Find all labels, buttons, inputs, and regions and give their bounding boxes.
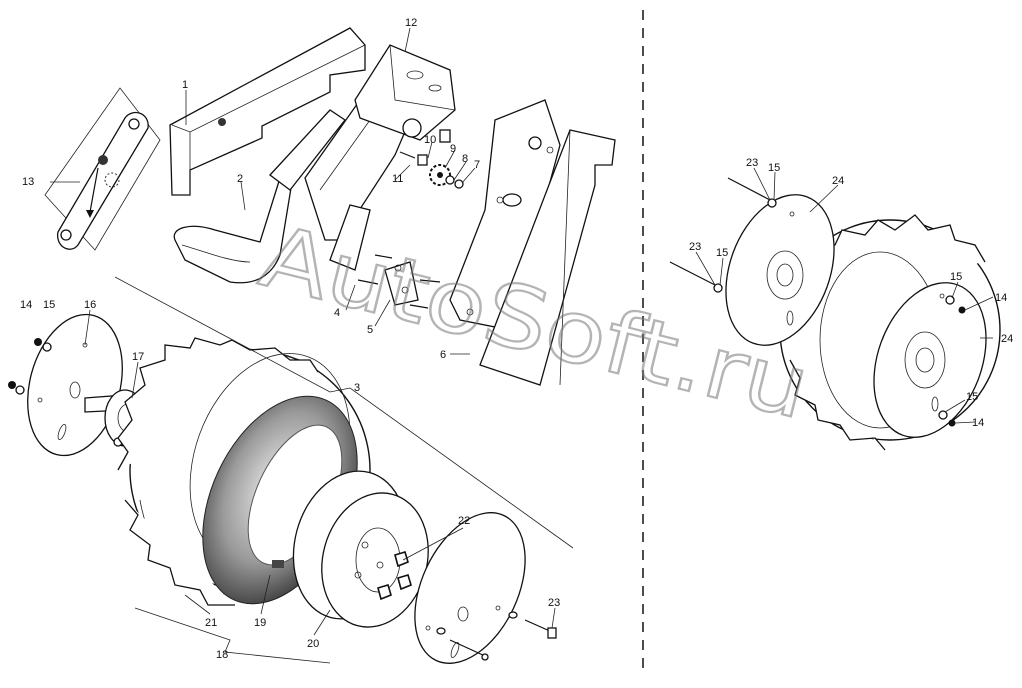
- callout-14-right-lower: 14: [972, 417, 984, 429]
- callout-15-top: 15: [768, 162, 780, 174]
- callout-20: 20: [307, 638, 319, 650]
- callout-22: 22: [458, 515, 470, 527]
- callout-17: 17: [132, 351, 144, 363]
- callout-15-right-lower: 15: [966, 391, 978, 403]
- part-22-nuts: [377, 551, 412, 601]
- callout-24-right: 24: [1001, 333, 1013, 345]
- callout-14-right-upper: 14: [995, 292, 1007, 304]
- callout-12: 12: [405, 17, 417, 29]
- part-6-post: [449, 99, 616, 386]
- part-1-frame-beam: [169, 27, 366, 196]
- callout-5: 5: [367, 324, 373, 336]
- callout-9: 9: [450, 143, 456, 155]
- callout-23-bottom: 23: [548, 597, 560, 609]
- callout-19: 19: [254, 617, 266, 629]
- part-12-bracket: [354, 44, 456, 143]
- part-20-rim: [292, 470, 429, 628]
- callout-labels: 1 2 3 4 5 6 7 8 9 10 11 12 13 14 15 16 1…: [20, 17, 1013, 661]
- callout-6: 6: [440, 349, 446, 361]
- callout-15-mid: 15: [716, 247, 728, 259]
- callout-13: 13: [22, 176, 34, 188]
- part-13-chain-drive: [44, 87, 161, 251]
- callout-10: 10: [424, 134, 436, 146]
- parts-7-11-sprocket-assembly: [399, 151, 464, 189]
- callout-23-mid: 23: [689, 241, 701, 253]
- lower-disc: [414, 512, 557, 664]
- callout-15-left: 15: [43, 299, 55, 311]
- callout-24-top: 24: [832, 175, 844, 187]
- callout-8: 8: [462, 153, 468, 165]
- callout-18: 18: [216, 649, 228, 661]
- callout-23-top: 23: [746, 157, 758, 169]
- left-fasteners: [8, 338, 52, 395]
- callout-14-left: 14: [20, 299, 32, 311]
- part-2-arm: [173, 99, 411, 284]
- callout-7: 7: [474, 159, 480, 171]
- callout-3: 3: [354, 382, 360, 394]
- part-4-5-clamp: [329, 204, 441, 309]
- right-fasteners: [669, 177, 966, 427]
- right-disc-24-rear: [725, 194, 835, 346]
- leader-lines: [50, 27, 994, 636]
- callout-4: 4: [334, 307, 340, 319]
- callout-21: 21: [205, 617, 217, 629]
- callout-1: 1: [182, 79, 188, 91]
- callout-11: 11: [392, 173, 403, 185]
- grouping-brackets: [114, 276, 574, 664]
- callout-15-right-upper: 15: [950, 271, 962, 283]
- callout-2: 2: [237, 173, 243, 185]
- callout-16: 16: [84, 299, 96, 311]
